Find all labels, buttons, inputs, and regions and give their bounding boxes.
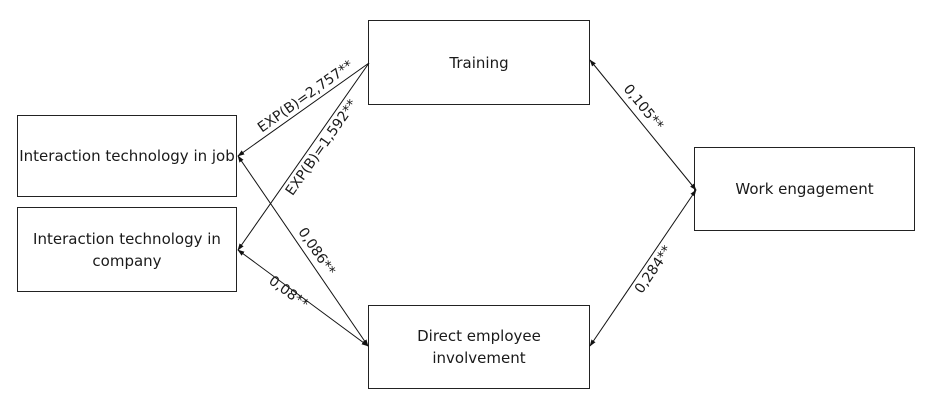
node-interaction-technology-company: Interaction technology in company [17,207,237,292]
edge-training-to-interaction-job [237,62,370,157]
node-label: Work engagement [735,180,874,198]
edge-training-to-work-engagement [589,59,697,191]
node-label: Interaction technology in company [33,229,221,270]
node-direct-employee-involvement: Direct employee involvement [368,305,590,389]
node-label: Training [449,53,509,72]
edge-label-interaction-company-direct-involvement: 0,08** [265,273,311,313]
node-training: Training [368,20,590,105]
node-label: Direct employee involvement [417,327,541,367]
node-interaction-technology-job: Interaction technology in job [17,115,237,197]
node-work-engagement: Work engagement [694,147,915,231]
edge-label-direct-involvement-work-engagement: 0,284** [632,243,676,297]
edge-interaction-company-to-direct-involvement [237,249,369,347]
edge-direct-involvement-to-work-engagement [589,189,697,347]
node-label: Interaction technology in job [19,147,235,165]
